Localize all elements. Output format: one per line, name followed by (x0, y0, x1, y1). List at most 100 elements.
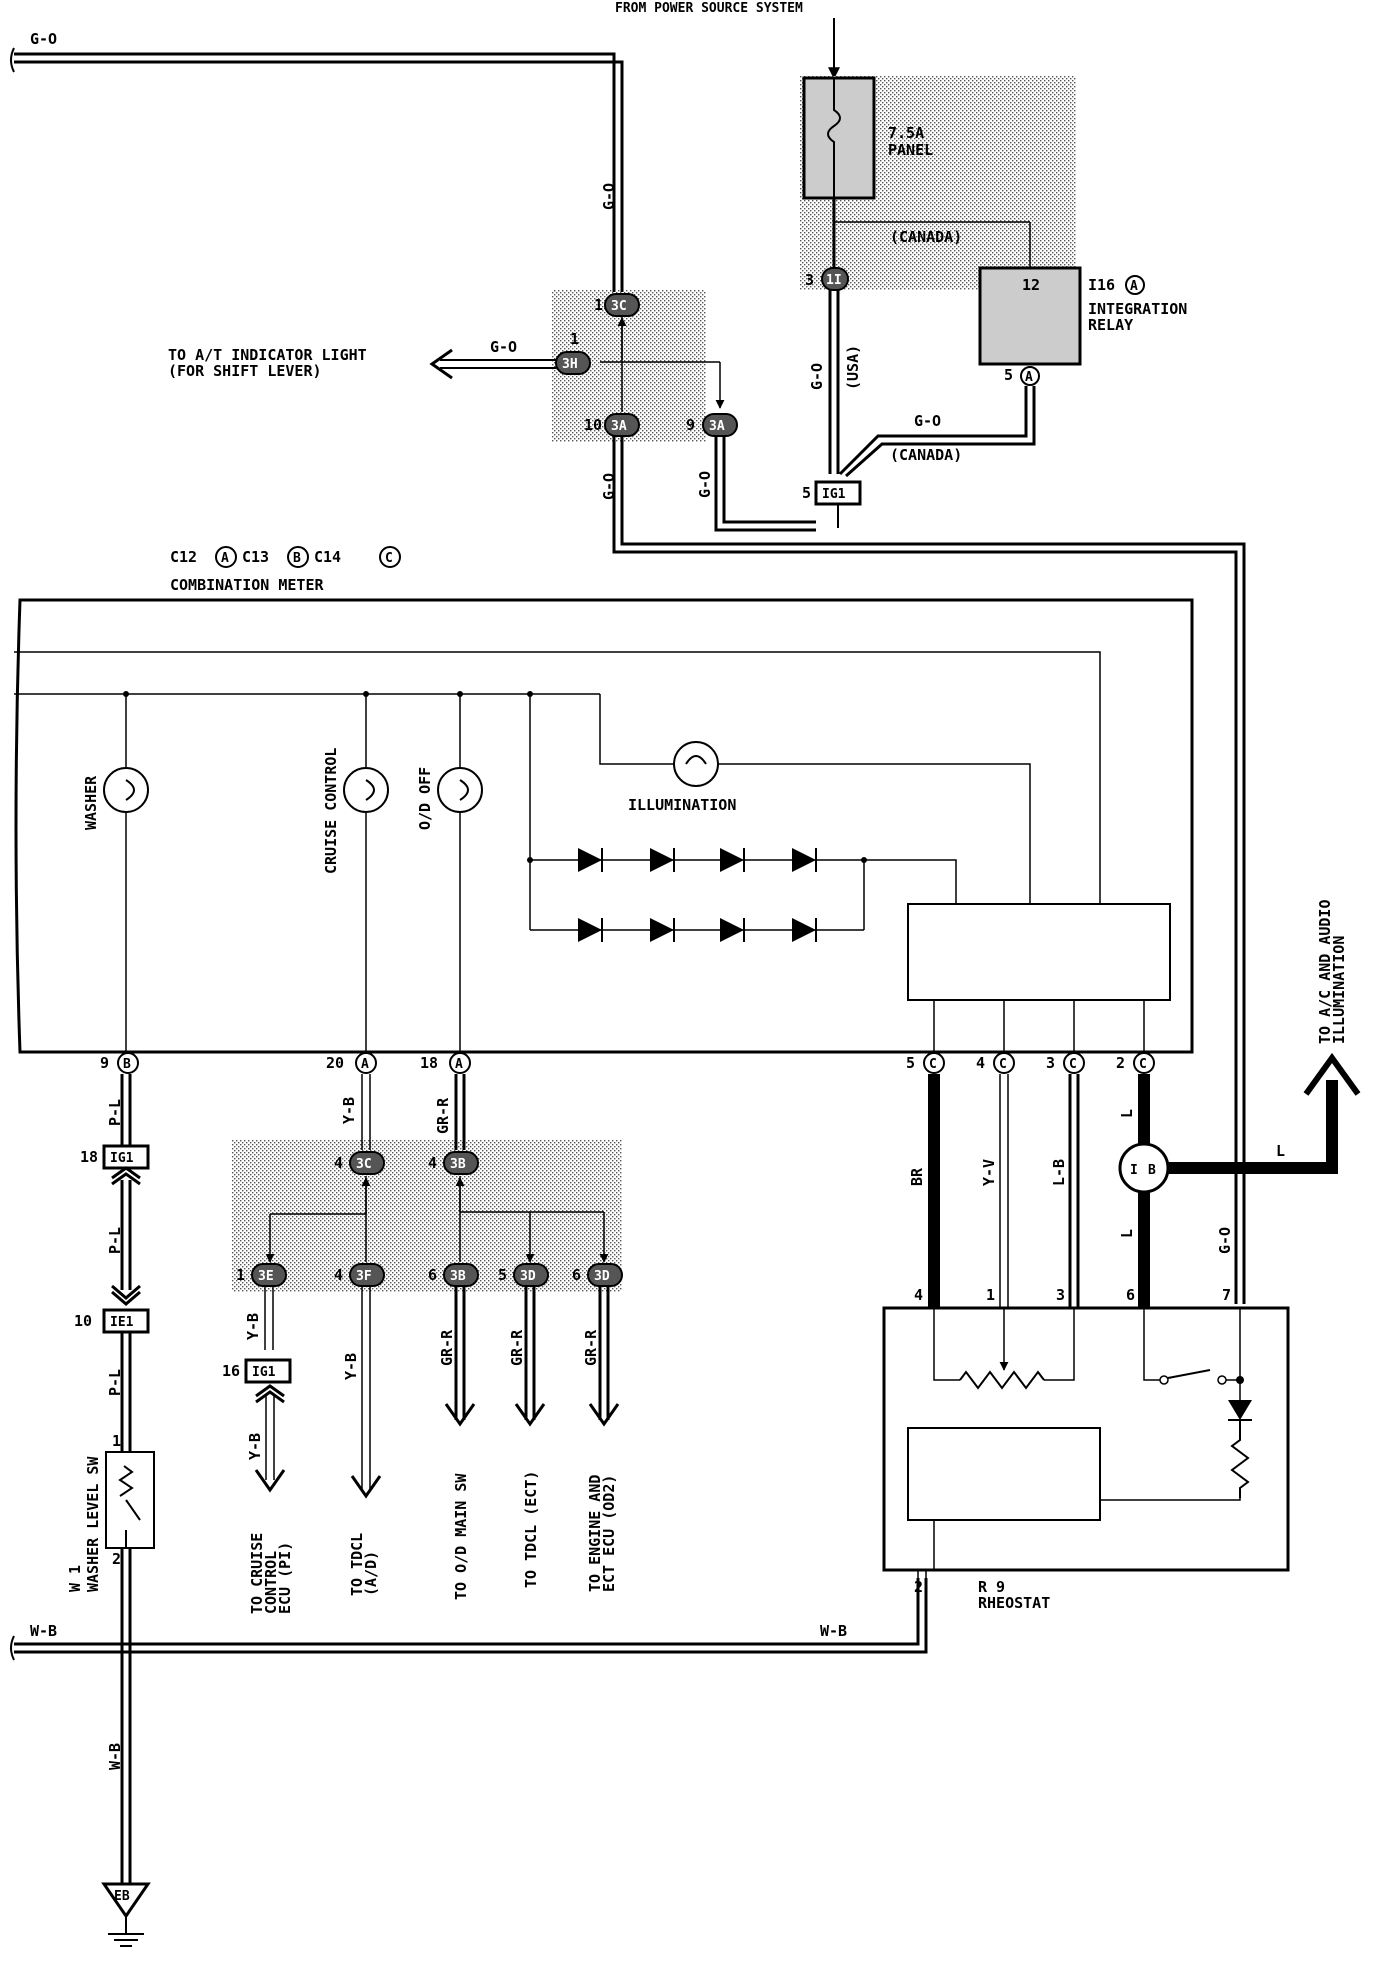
rheo-pin-1: 1 (986, 1286, 995, 1304)
connector-3e-label: 3E (258, 1269, 274, 1284)
cruise-wire-color-3: Y-B (246, 1433, 264, 1460)
connector-ie1 (102, 1308, 150, 1334)
cm-id-b-circle (287, 546, 309, 568)
washer-sw-pin-2: 2 (112, 1550, 121, 1568)
cm-pin-20: 20 (326, 1054, 344, 1072)
pin-5-ig1: 5 (802, 484, 811, 502)
ac-audio-wire-up (1326, 1080, 1338, 1174)
cm-pin-20a: A (361, 1057, 369, 1072)
canada-top-label: (CANADA) (890, 228, 962, 246)
power-source-label: FROM POWER SOURCE SYSTEM (615, 1, 803, 16)
cm-pin-3c-circle (1063, 1052, 1085, 1074)
od-wire-color-1: GR-R (434, 1097, 452, 1134)
cm-pin-9: 9 (100, 1054, 109, 1072)
connector-ig1-washer-top-label: IG1 (110, 1151, 134, 1166)
cm-pin-4c-circle (993, 1052, 1015, 1074)
connector-3d-2 (587, 1263, 623, 1287)
wb-right-wire-color: W-B (820, 1622, 847, 1640)
splice-i-label: I (1130, 1163, 1138, 1178)
washer-level-switch (105, 1451, 155, 1549)
connector-3f (349, 1263, 385, 1287)
ac-audio-wire-color: L (1276, 1142, 1285, 1160)
od-main-wire-color: GR-R (438, 1329, 456, 1366)
washer-sw-id: W 1 (66, 1565, 84, 1592)
connector-ig1-cruise (244, 1358, 292, 1384)
relay-pin-a (1020, 366, 1040, 386)
cm-pin-3c: C (1069, 1057, 1077, 1072)
at-indicator-label-2: (FOR SHIFT LEVER) (168, 362, 322, 380)
combination-meter-label: COMBINATION METER (170, 576, 324, 594)
ground-wire-color: W-B (106, 1743, 124, 1770)
splice-ib (1118, 1142, 1170, 1194)
top-left-wire-color: G-O (30, 30, 57, 48)
washer-label: WASHER (82, 775, 100, 830)
od-off-lamp (437, 767, 483, 813)
dest-tdcl-ad-2: (A/D) (362, 1551, 380, 1596)
pin-4-3b: 4 (428, 1154, 437, 1172)
pin-1-3h: 1 (570, 330, 579, 348)
cm-pin-2c-circle (1133, 1052, 1155, 1074)
cruise-wire-color-2: Y-B (244, 1313, 262, 1340)
rheo-pin-6: 6 (1126, 1286, 1135, 1304)
connector-3a-9 (702, 413, 738, 437)
splice-b-label: B (1148, 1163, 1156, 1178)
connector-ig1-cruise-label: IG1 (252, 1365, 276, 1380)
integration-relay (978, 266, 1082, 366)
washer-wire-color-1: P-L (106, 1099, 124, 1126)
l-wire-color-2: L (1118, 1229, 1136, 1238)
usa-wire-color: G-O (808, 363, 826, 390)
pin-6-3d: 6 (572, 1266, 581, 1284)
cm-id-c-circle (379, 546, 401, 568)
tdcl-ect-wire-color: GR-R (508, 1329, 526, 1366)
3a10-wire-color: G-O (600, 473, 618, 500)
usa-label: (USA) (844, 345, 862, 390)
combination-meter-box (14, 598, 1194, 1054)
connector-3c-bottom (349, 1151, 385, 1175)
cm-pin-b: B (123, 1057, 131, 1072)
cm-id-c14: C14 (314, 548, 341, 566)
rheo-pin-2: 2 (914, 1578, 923, 1596)
wb-left-wire-color: W-B (30, 1622, 57, 1640)
cm-pin-5c-circle (923, 1052, 945, 1074)
go-rheo-wire-color: G-O (1216, 1227, 1234, 1254)
washer-sw-name: WASHER LEVEL SW (84, 1456, 102, 1592)
rheo-pin-3: 3 (1056, 1286, 1065, 1304)
connector-3a-9-label: 3A (709, 419, 725, 434)
dest-engine-ect-2: ECT ECU (OD2) (600, 1475, 618, 1592)
cm-pin-18: 18 (420, 1054, 438, 1072)
washer-wire-color-3: P-L (106, 1369, 124, 1396)
dest-cruise-3: ECU (PI) (276, 1542, 294, 1614)
rheostat-resistor-2 (1230, 1420, 1250, 1498)
dest-tdcl-ect: TO TDCL (ECT) (522, 1471, 540, 1588)
pin-10-3a: 10 (584, 416, 602, 434)
3a9-wire-color: G-O (696, 471, 714, 498)
connector-3b-top (443, 1151, 479, 1175)
dest-ac-audio-1: TO A/C AND AUDIO (1316, 900, 1334, 1045)
dest-engine-ect-1: TO ENGINE AND (586, 1475, 604, 1592)
pin-18-ig1: 18 (80, 1148, 98, 1166)
pin-3: 3 (805, 271, 814, 289)
cm-id-a-circle (215, 546, 237, 568)
cm-id-c12: C12 (170, 548, 197, 566)
cm-pin-4: 4 (976, 1054, 985, 1072)
canada-wire-color: G-O (914, 412, 941, 430)
illumination-control-box (907, 903, 1171, 1001)
fuse-box (802, 76, 876, 200)
cm-pin-5: 5 (906, 1054, 915, 1072)
connector-3b-bottom-label: 3B (450, 1269, 466, 1284)
dest-od-main: TO O/D MAIN SW (452, 1473, 470, 1600)
cm-pin-3: 3 (1046, 1054, 1055, 1072)
fuse-name: PANEL (888, 141, 933, 159)
pin-1-3c: 1 (594, 296, 603, 314)
dest-ac-audio-2: ILLUMINATION (1330, 936, 1348, 1044)
pin-4-3c: 4 (334, 1154, 343, 1172)
led-array (527, 848, 957, 942)
connector-3f-label: 3F (356, 1269, 372, 1284)
connector-3e (251, 1263, 287, 1287)
cm-pin-2: 2 (1116, 1054, 1125, 1072)
connector-3b-top-label: 3B (450, 1157, 466, 1172)
fuse-rating: 7.5A (888, 124, 924, 142)
pin-4-3f: 4 (334, 1266, 343, 1284)
l-wire-color-1: L (1118, 1109, 1136, 1118)
